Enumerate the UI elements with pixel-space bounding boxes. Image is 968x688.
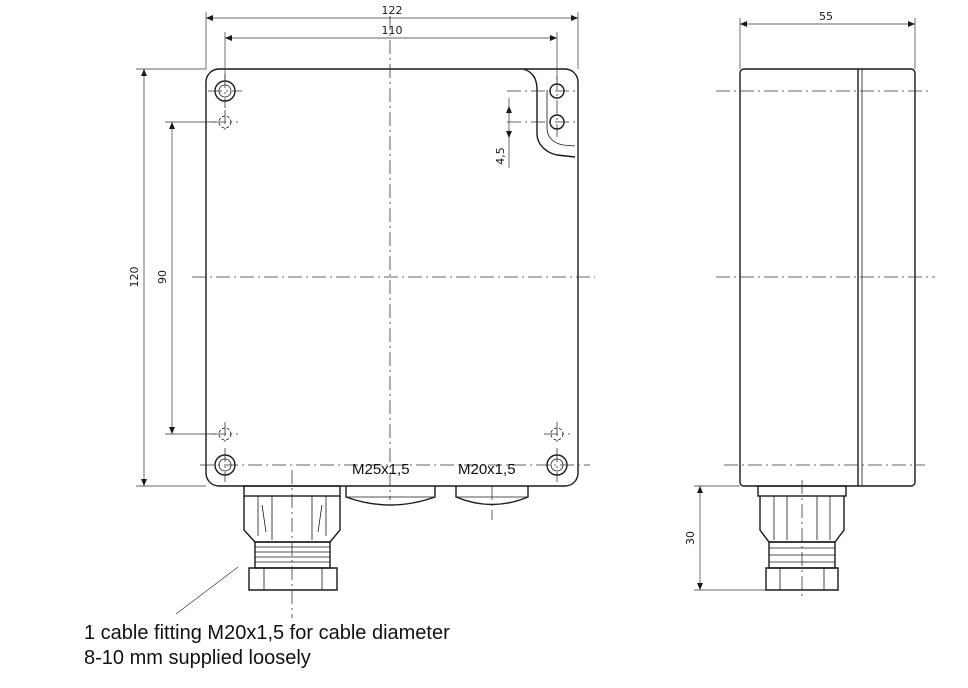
keyhole-slot bbox=[507, 68, 576, 158]
cable-fitting-note: 1 cable fitting M20x1,5 for cable diamet… bbox=[84, 621, 450, 671]
dimension-120: 120 bbox=[128, 68, 206, 487]
dim-120-label: 120 bbox=[128, 267, 141, 288]
note-leader bbox=[175, 566, 239, 615]
thread-label-m25: M25x1,5 bbox=[352, 461, 410, 478]
hidden-hole-bottom-left bbox=[212, 422, 238, 446]
note-line-1: 1 cable fitting M20x1,5 for cable diamet… bbox=[84, 622, 450, 644]
housing-front-outline bbox=[205, 68, 579, 487]
dim-110-label: 110 bbox=[382, 24, 403, 37]
cable-gland-front bbox=[243, 470, 341, 618]
dim-90-label: 90 bbox=[156, 270, 169, 284]
dimension-110: 110 bbox=[224, 24, 558, 80]
mounting-hole-bottom-left bbox=[214, 448, 236, 482]
cable-entry-m20 bbox=[455, 486, 529, 520]
cable-gland-side bbox=[757, 480, 847, 600]
side-view: 55 30 bbox=[684, 10, 935, 600]
dimension-122: 122 bbox=[205, 4, 579, 69]
dimension-30: 30 bbox=[684, 485, 766, 591]
mounting-hole-bottom-right bbox=[546, 448, 568, 482]
dim-55-label: 55 bbox=[819, 10, 833, 23]
dim-122-label: 122 bbox=[382, 4, 403, 17]
dim-4-5-label: 4,5 bbox=[494, 147, 507, 165]
thread-label-m20: M20x1,5 bbox=[458, 461, 516, 478]
front-view: 122 110 120 90 4,5 M25x1,5 M20x1, bbox=[128, 4, 595, 618]
dimension-4-5: 4,5 bbox=[494, 98, 512, 168]
hidden-hole-top-left bbox=[212, 110, 238, 134]
dim-30-label: 30 bbox=[684, 531, 697, 545]
dimension-90: 90 bbox=[156, 121, 215, 435]
note-line-2: 8-10 mm supplied loosely bbox=[84, 647, 311, 669]
dimension-55: 55 bbox=[739, 10, 916, 69]
housing-side-outline bbox=[739, 68, 916, 487]
cable-entry-m25 bbox=[345, 486, 436, 506]
hidden-hole-bottom-right bbox=[544, 422, 570, 446]
